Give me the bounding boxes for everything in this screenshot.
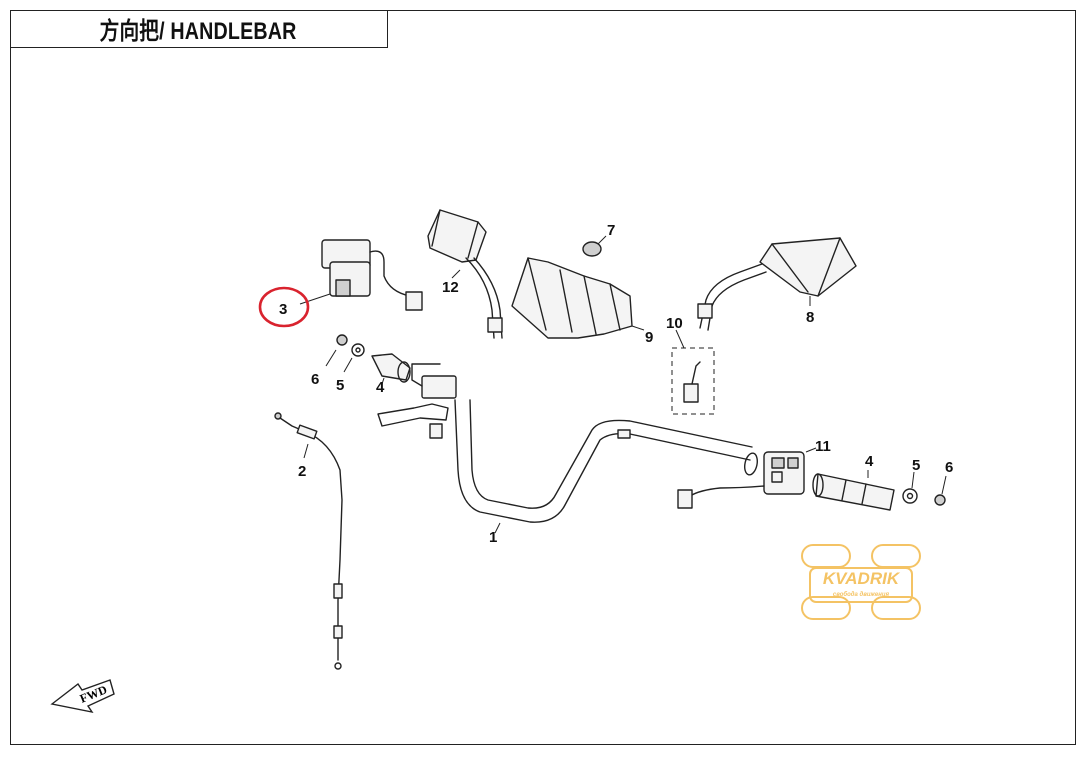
left-washer[interactable] [343, 343, 365, 373]
watermark-tagline: свобода движения [833, 591, 890, 598]
watermark-logo: KVADRIK свобода движения [801, 544, 921, 620]
callout-9: 9 [645, 329, 653, 346]
callout-2: 2 [298, 463, 306, 480]
left-brake-lever[interactable] [377, 363, 457, 439]
callout-5-right: 5 [912, 457, 920, 474]
hand-guard[interactable] [511, 257, 645, 339]
right-mirror[interactable] [697, 237, 857, 331]
callout-6-right: 6 [945, 459, 953, 476]
callout-8: 8 [806, 309, 814, 326]
fwd-arrow-icon: FWD [50, 679, 115, 714]
cap-plug[interactable] [582, 235, 607, 257]
watermark-brand: KVADRIK [823, 569, 901, 588]
right-grip[interactable] [812, 470, 895, 511]
drawing-frame [10, 10, 1076, 745]
left-bolt[interactable] [325, 334, 348, 367]
watermark-tire-2 [871, 544, 921, 568]
left-grip[interactable] [371, 353, 411, 385]
watermark-tire-1 [801, 544, 851, 568]
right-bolt[interactable] [934, 475, 947, 506]
callout-12: 12 [442, 279, 459, 296]
callout-4-right: 4 [865, 453, 874, 470]
page-title: 方向把/ HANDLEBAR [100, 18, 297, 45]
callout-10: 10 [666, 315, 683, 332]
callout-11: 11 [815, 438, 831, 455]
watermark-tire-3 [801, 596, 851, 620]
callout-5-left: 5 [336, 377, 344, 394]
callout-1: 1 [489, 529, 497, 546]
throttle-housing[interactable] [299, 239, 423, 311]
callout-3: 3 [279, 301, 287, 318]
callout-4-left: 4 [376, 379, 385, 396]
highlight-circle [258, 286, 310, 328]
watermark-tire-4 [871, 596, 921, 620]
callout-6-left: 6 [311, 371, 319, 388]
right-switch-housing[interactable] [677, 447, 817, 509]
title-block: 方向把/ HANDLEBAR [10, 10, 388, 48]
throttle-cable[interactable] [274, 412, 343, 670]
callout-7: 7 [607, 222, 615, 239]
right-washer[interactable] [902, 471, 918, 504]
connector-assembly[interactable] [671, 329, 715, 415]
watermark-badge [809, 567, 913, 603]
handlebar-tube[interactable] [454, 399, 759, 534]
left-mirror[interactable] [427, 209, 503, 339]
